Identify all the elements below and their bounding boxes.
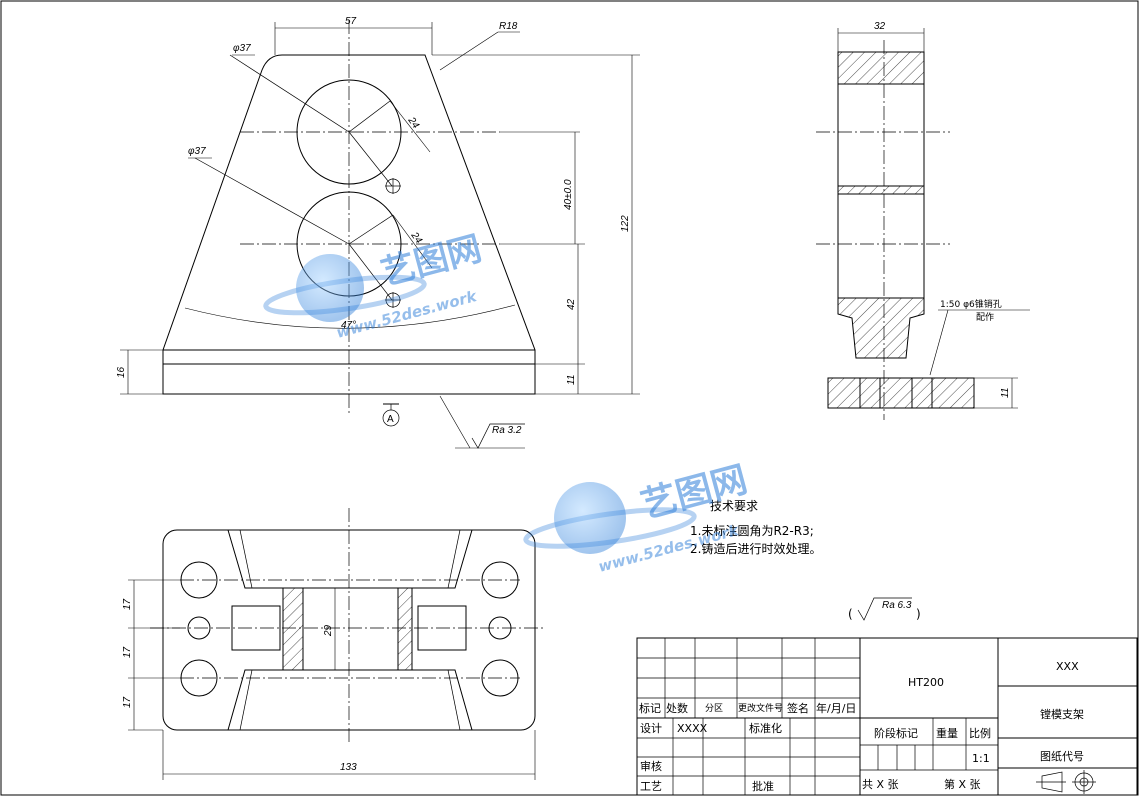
dim-slot-width: 29 <box>323 624 334 637</box>
projection-symbol-icon <box>1036 770 1096 794</box>
tb-designer: XXXX <box>677 722 708 735</box>
dim-radius: R18 <box>499 21 518 32</box>
tb-material: HT200 <box>908 676 944 689</box>
general-roughness: ( Ra 6.3 ) <box>848 597 921 621</box>
tb-design: 设计 <box>640 722 662 735</box>
tb-stage: 阶段标记 <box>874 726 918 740</box>
tech-req-title: 技术要求 <box>710 499 758 513</box>
tb-scale: 1:1 <box>972 752 990 765</box>
dim-total-height: 122 <box>620 215 631 232</box>
dim-side-base: 11 <box>1000 388 1011 398</box>
dim-pitch-3: 17 <box>122 696 133 708</box>
tb-part-name: 镗模支架 <box>1040 707 1084 721</box>
tb-date: 年/月/日 <box>816 701 856 715</box>
front-view: 57 R18 φ37 φ37 24 24 40±0.0 42 11 122 <box>116 16 640 449</box>
tech-req-item-2: 2.铸造后进行时效处理。 <box>690 541 821 556</box>
tb-sheets-total: 共 X 张 <box>862 778 899 791</box>
side-callout-line1: 1:50 φ6锥销孔 <box>940 298 1002 310</box>
top-view: 17 17 17 29 133 <box>122 508 545 780</box>
tb-process: 工艺 <box>640 780 662 793</box>
side-view: 32 11 1:50 φ6锥销孔 配作 <box>816 21 1030 420</box>
title-block: HT200 XXX 镗模支架 图纸代号 标记 处数 分区 更改文件号 签名 年/… <box>636 637 1138 796</box>
tb-approve: 批准 <box>752 779 774 793</box>
dim-total-width: 133 <box>340 762 357 773</box>
tb-sign: 签名 <box>787 701 809 715</box>
dim-upper-chord: 24 <box>405 115 421 132</box>
watermark-globe-icon <box>296 254 364 322</box>
roughness-front: Ra 3.2 <box>492 425 522 436</box>
tb-drawing-no-label: 图纸代号 <box>1040 750 1084 763</box>
tech-req-item-1: 1.未标注圆角为R2-R3; <box>690 523 814 538</box>
dim-base-left: 16 <box>116 366 127 378</box>
watermark-globe-icon-2 <box>554 482 626 554</box>
tb-change-doc: 更改文件号 <box>738 702 783 714</box>
watermark-2: 艺图网 www.52des.work <box>523 459 752 576</box>
dim-pitch-2: 17 <box>122 646 133 658</box>
watermark-brand-1: 艺图网 <box>377 229 486 294</box>
svg-text:): ) <box>916 607 921 621</box>
dim-base-height: 11 <box>566 375 577 385</box>
tb-zone: 分区 <box>705 703 723 714</box>
dim-top-width: 57 <box>345 16 357 27</box>
tb-standardize: 标准化 <box>749 721 782 735</box>
tb-count: 处数 <box>666 702 688 715</box>
technical-requirements: 技术要求 1.未标注圆角为R2-R3; 2.铸造后进行时效处理。 <box>690 499 821 556</box>
dim-pitch-1: 17 <box>122 598 133 610</box>
dim-lower-hole-dia: φ37 <box>188 146 206 157</box>
tb-scale-label: 比例 <box>969 726 991 740</box>
tb-sheet-no: 第 X 张 <box>944 777 981 791</box>
tb-mark: 标记 <box>639 701 661 715</box>
front-view-outline <box>162 54 536 395</box>
tb-company: XXX <box>1056 660 1079 673</box>
datum-label: A <box>387 414 394 425</box>
tb-weight: 重量 <box>936 726 958 740</box>
dim-center-height: 42 <box>566 298 577 310</box>
svg-text:(: ( <box>848 607 853 621</box>
dim-angle: 47° <box>341 320 356 331</box>
general-roughness-value: Ra 6.3 <box>882 600 912 611</box>
dim-upper-hole-dia: φ37 <box>233 43 251 54</box>
dim-side-width: 32 <box>874 21 886 32</box>
side-callout-line2: 配作 <box>976 311 994 323</box>
tb-review: 审核 <box>640 759 662 773</box>
dim-center-distance: 40±0.0 <box>563 179 574 210</box>
